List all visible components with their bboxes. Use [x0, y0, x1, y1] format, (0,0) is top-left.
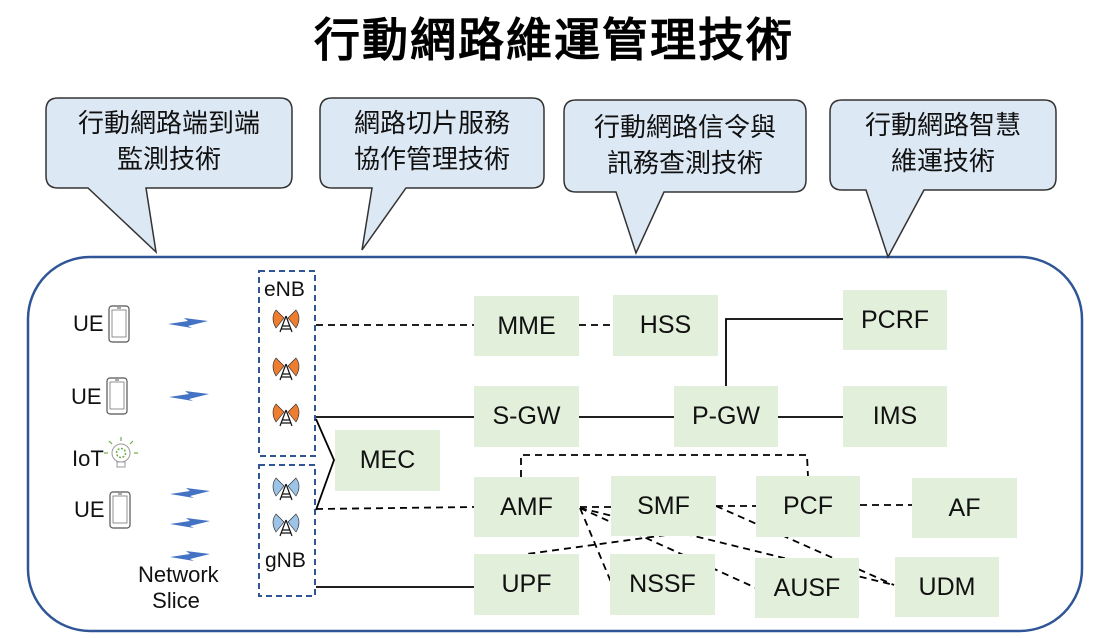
gnb-antenna-icon [272, 513, 300, 537]
bubble-slice-orchestration-text: 網路切片服務 協作管理技術 [320, 106, 544, 178]
enb-label: eNB [264, 278, 305, 301]
nf-ims[interactable]: IMS [843, 386, 947, 447]
link-mec-bracket [315, 418, 335, 511]
device-label-ue: UE [74, 497, 105, 522]
bubble-signaling-traffic-text: 行動網路信令與 訊務查測技術 [564, 110, 806, 182]
nf-smf[interactable]: SMF [611, 476, 716, 536]
bubble-slice-orchestration [319, 97, 545, 251]
enb-antenna-icon [272, 357, 300, 381]
link-pgw-pcrf [725, 318, 843, 386]
iot-lightbulb-icon [104, 437, 138, 468]
nf-sgw[interactable]: S-GW [474, 386, 579, 447]
nf-pcrf[interactable]: PCRF [843, 290, 947, 350]
link-amf-nssf [579, 507, 612, 583]
nf-hss[interactable]: HSS [613, 295, 718, 356]
signal-bolt-icon [168, 318, 208, 328]
bubble-line: 維運技術 [890, 147, 995, 177]
nf-ausf[interactable]: AUSF [755, 558, 859, 618]
gnb-antenna-icon [272, 477, 300, 501]
bubble-line: 監測技術 [116, 145, 221, 175]
nf-pgw[interactable]: P-GW [674, 386, 778, 447]
network-slice-line: Network [138, 562, 219, 587]
enb-antenna-icon [272, 403, 300, 427]
bubble-smart-operations [829, 99, 1057, 259]
bubble-line: 行動網路智慧 [864, 111, 1021, 141]
phone-icon [109, 491, 131, 529]
gnb-group-box [258, 464, 316, 597]
bubble-e2e-monitoring [45, 97, 293, 255]
network-slice-line: Slice [152, 588, 200, 613]
nf-nssf[interactable]: NSSF [610, 554, 715, 615]
nf-upf[interactable]: UPF [474, 554, 579, 615]
bubble-line: 訊務查測技術 [606, 149, 763, 179]
bubble-e2e-monitoring-text: 行動網路端到端 監測技術 [46, 106, 292, 178]
nf-mec[interactable]: MEC [335, 430, 440, 491]
phone-icon [108, 305, 130, 343]
bubble-smart-operations-text: 行動網路智慧 維運技術 [830, 108, 1056, 180]
network-slice-label: Network Slice [138, 562, 219, 614]
page-title: 行動網路維運管理技術 [314, 13, 794, 67]
enb-antenna-icon [272, 309, 300, 333]
signal-bolt-icon [169, 391, 209, 401]
link-amf-ausf [579, 507, 757, 589]
phone-icon [106, 377, 128, 415]
bubble-line: 行動網路信令與 [593, 113, 776, 143]
bubble-signaling-traffic [563, 99, 807, 256]
nf-udm[interactable]: UDM [895, 557, 999, 617]
link-gnb-amf [315, 506, 475, 510]
signal-bolt-icon [170, 518, 210, 528]
device-label-iot: IoT [72, 446, 104, 471]
bubble-line: 網路切片服務 [353, 109, 510, 139]
bubble-line: 行動網路端到端 [77, 109, 260, 139]
gnb-label: gNB [265, 549, 306, 572]
nf-pcf[interactable]: PCF [756, 476, 860, 537]
link-smf-udm [715, 505, 895, 586]
nf-af[interactable]: AF [912, 478, 1017, 538]
signal-bolt-icon [170, 488, 210, 498]
nf-mme[interactable]: MME [474, 296, 579, 356]
device-label-ue: UE [71, 384, 102, 409]
signal-bolt-icon [170, 551, 210, 561]
nf-amf[interactable]: AMF [474, 477, 579, 537]
device-label-ue: UE [73, 311, 104, 336]
bubble-line: 協作管理技術 [353, 145, 510, 175]
